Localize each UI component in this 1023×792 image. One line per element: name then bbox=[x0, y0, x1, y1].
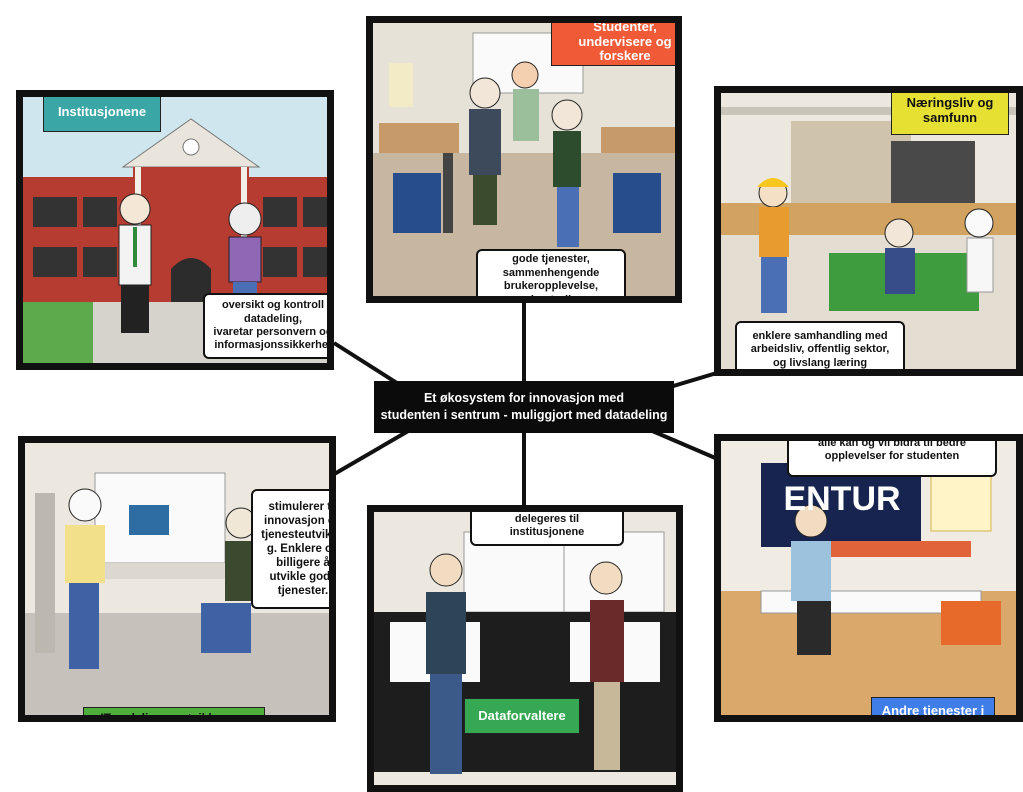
bubble-studenter: gode tjenester, sammenhengende brukeropp… bbox=[476, 249, 626, 296]
bubble-institusjonene: oversikt og kontroll datadeling, ivareta… bbox=[203, 293, 327, 359]
tag-institusjonene: Institusjonene bbox=[43, 97, 161, 132]
tag-naeringsliv: Næringsliv og samfunn bbox=[891, 93, 1009, 135]
panel-institusjonene: Institusjonene oversikt og kontroll data… bbox=[16, 90, 334, 370]
tag-andre: Andre tjenester i samfunnet bbox=[871, 697, 995, 715]
tag-it: IT-avdelinger, utviklere og edTech bbox=[83, 707, 265, 715]
entur-sign: ENTUR bbox=[783, 479, 901, 518]
connector-line-bottom-left bbox=[322, 428, 412, 482]
panel-andre: ENTUR alle kan og vil bidra til bedre op… bbox=[714, 434, 1023, 722]
connector-line-top-left bbox=[332, 341, 402, 387]
entur-scene bbox=[721, 441, 1016, 715]
center-title: Et økosystem for innovasjon med studente… bbox=[374, 381, 674, 433]
bubble-dataforvaltere: enklere å dele data på en sikker måte, k… bbox=[470, 512, 624, 546]
office-scene bbox=[25, 443, 329, 715]
bubble-it: stimulerer til innovasjon og tjenesteutv… bbox=[251, 489, 329, 609]
bubble-naeringsliv: enklere samhandling med arbeidsliv, offe… bbox=[735, 321, 905, 369]
connector-line-bottom-right bbox=[649, 428, 721, 462]
panel-studenter: Studenter, undervisere og forskere gode … bbox=[366, 16, 682, 303]
panel-dataforvaltere: enklere å dele data på en sikker måte, k… bbox=[367, 505, 683, 792]
panel-naeringsliv: Næringsliv og samfunn enklere samhandlin… bbox=[714, 86, 1023, 376]
meeting-scene bbox=[374, 512, 676, 785]
tag-studenter: Studenter, undervisere og forskere bbox=[551, 23, 675, 66]
tag-dataforvaltere: Dataforvaltere bbox=[464, 698, 580, 734]
panel-it: IT-avdelinger, utviklere og edTech stimu… bbox=[18, 436, 336, 722]
bubble-andre: alle kan og vil bidra til bedre opplevel… bbox=[787, 441, 997, 477]
